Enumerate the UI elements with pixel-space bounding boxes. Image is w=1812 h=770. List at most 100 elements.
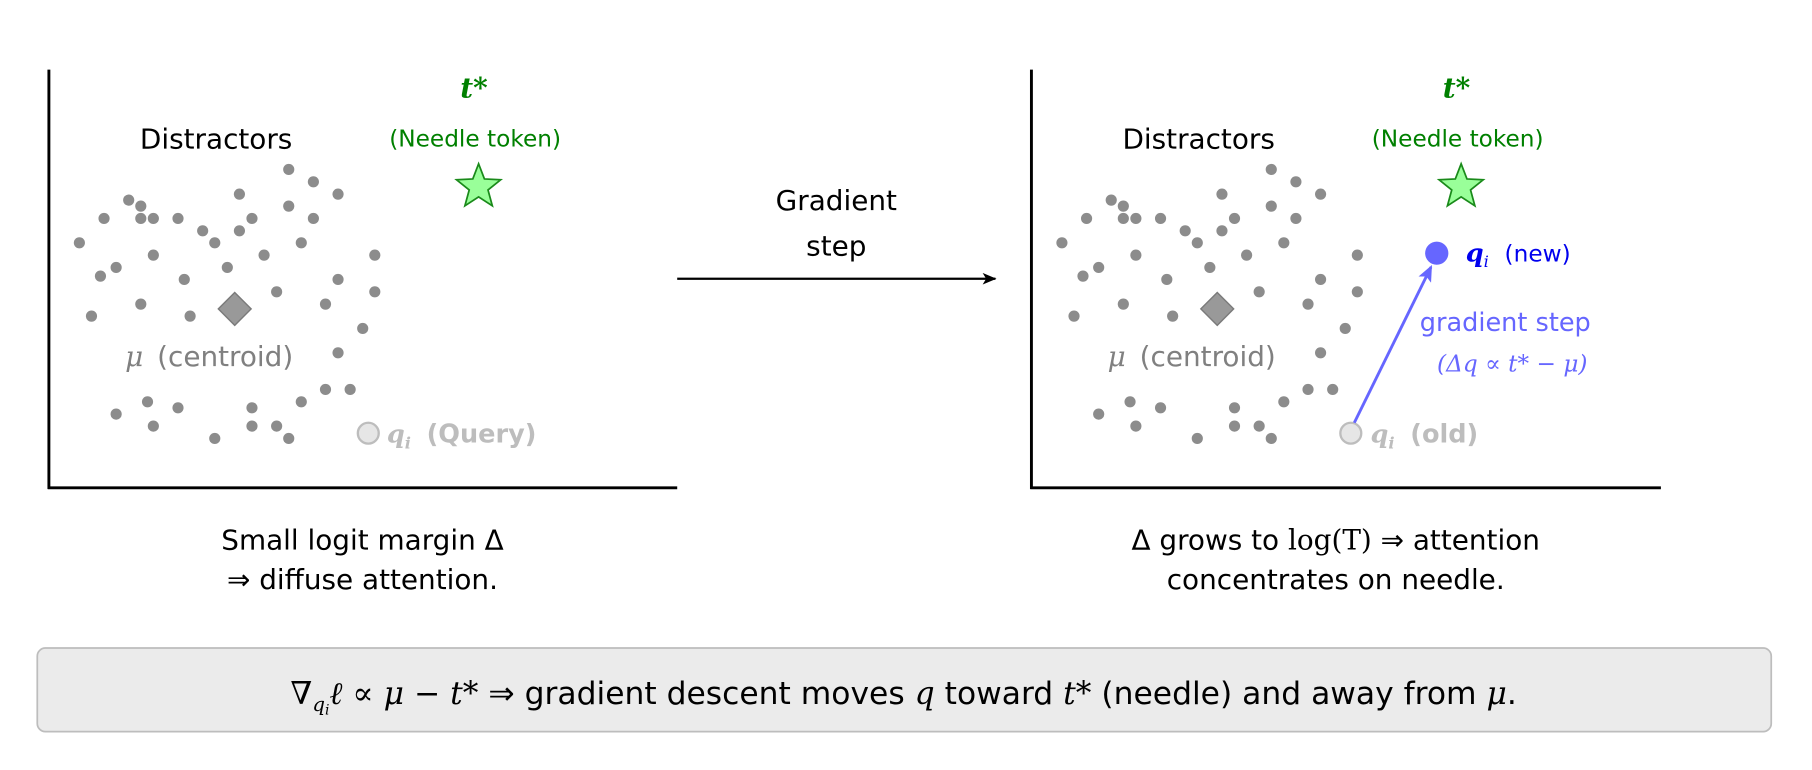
distractor-dot — [184, 310, 196, 322]
distractor-dot — [135, 200, 147, 212]
t-star-label: t* — [460, 72, 487, 105]
distractor-dot — [295, 237, 307, 249]
distractor-dot — [1204, 261, 1216, 274]
distractor-dot — [1056, 237, 1068, 249]
distractor-dot — [1167, 310, 1179, 322]
distractor-dot — [1093, 408, 1105, 420]
query-label: qi (Query) — [387, 419, 537, 454]
distractor-dot — [209, 432, 221, 445]
distractor-dot — [135, 298, 147, 310]
distractor-dot — [1117, 212, 1129, 225]
distractor-dot — [178, 273, 190, 286]
distractor-dot — [1241, 249, 1253, 261]
distractor-dot — [1124, 396, 1136, 408]
centroid-diamond-icon — [217, 291, 253, 327]
distractor-dot — [246, 212, 258, 225]
right-panel: Distractors t* (Needle token) μ (centroi… — [1029, 69, 1661, 596]
distractor-dot — [332, 273, 344, 286]
distractor-dot — [1154, 402, 1167, 414]
distractor-dot — [209, 237, 221, 249]
distractor-dot — [369, 249, 381, 261]
distractor-dot — [1216, 188, 1228, 200]
distractor-dot — [1228, 402, 1241, 414]
gradient-step-label: gradient step — [1420, 308, 1591, 338]
distractor-dot — [1315, 347, 1327, 359]
distractor-dots — [1056, 163, 1363, 445]
distractor-dot — [197, 225, 209, 237]
distractor-dot — [1154, 212, 1167, 225]
gradient-step-line2: step — [806, 230, 866, 263]
distractor-dot — [1080, 212, 1093, 225]
gradient-step-transition: Gradient step — [677, 184, 997, 285]
distractor-dot — [1216, 225, 1228, 237]
distractor-dot — [357, 322, 369, 335]
new-query-point — [1425, 241, 1449, 265]
needle-token-label: (Needle token) — [1372, 125, 1544, 152]
gradient-formula: (Δq ∝ t* − μ) — [1437, 351, 1587, 378]
distractor-dot — [123, 194, 135, 206]
distractor-dot — [1068, 310, 1080, 322]
distractor-dot — [344, 383, 356, 396]
right-caption-line2: concentrates on needle. — [1167, 563, 1505, 596]
distractor-dot — [1302, 298, 1314, 310]
distractor-dot — [135, 212, 147, 225]
distractors-label: Distractors — [140, 123, 292, 156]
summary-box: ∇qiℓ ∝ μ − t* ⇒ gradient descent moves q… — [36, 647, 1773, 733]
centroid-diamond-icon — [1199, 291, 1235, 327]
distractor-dot — [221, 261, 233, 274]
needle-star-icon — [454, 161, 503, 208]
distractor-dot — [319, 298, 332, 310]
distractor-dot — [1351, 286, 1363, 298]
distractor-dot — [1315, 188, 1327, 200]
right-caption-line1: Δ grows to log(T) ⇒ attention — [1131, 523, 1539, 556]
distractor-dot — [319, 383, 332, 396]
distractor-dot — [1302, 383, 1314, 396]
centroid-label: μ (centroid) — [125, 340, 293, 373]
distractor-dot — [258, 249, 270, 261]
distractor-dot — [1339, 322, 1351, 335]
distractor-dot — [1117, 200, 1129, 212]
distractor-dot — [1228, 420, 1241, 432]
distractor-dots — [73, 163, 381, 445]
distractor-dot — [233, 188, 245, 200]
distractor-dot — [1253, 420, 1265, 432]
distractor-dot — [1290, 176, 1302, 188]
needle-token-label: (Needle token) — [389, 125, 561, 152]
distractor-dot — [1265, 163, 1277, 176]
distractor-dot — [1179, 225, 1191, 237]
distractor-dot — [147, 420, 159, 432]
new-query-label: qi (new) — [1466, 238, 1571, 273]
distractor-dot — [1351, 249, 1363, 261]
distractor-dot — [85, 310, 98, 322]
summary-text: ∇qiℓ ∝ μ − t* ⇒ gradient descent moves q… — [290, 676, 1516, 718]
distractor-dot — [73, 237, 85, 249]
gradient-step-arrow-icon — [1352, 265, 1433, 424]
distractor-dot — [147, 212, 159, 225]
distractor-dot — [1191, 432, 1203, 445]
distractor-dot — [1315, 273, 1327, 286]
needle-star-icon — [1436, 161, 1486, 208]
old-query-point — [1339, 421, 1363, 445]
old-query-label: qi (old) — [1371, 419, 1479, 454]
gradient-step-line1: Gradient — [776, 184, 897, 217]
distractor-dot — [110, 408, 122, 420]
distractor-dot — [1130, 420, 1142, 432]
distractor-dot — [369, 286, 381, 298]
distractor-dot — [94, 270, 107, 282]
distractor-dot — [141, 396, 154, 408]
distractor-dot — [1290, 212, 1302, 225]
distractor-dot — [1278, 396, 1290, 408]
distractor-dot — [98, 212, 110, 225]
t-star-label: t* — [1443, 72, 1470, 105]
left-caption-line2: ⇒ diffuse attention. — [227, 563, 498, 596]
centroid-label: μ (centroid) — [1108, 340, 1276, 373]
distractor-dot — [1265, 200, 1277, 212]
distractor-dot — [1228, 212, 1241, 225]
left-panel: Distractors t* (Needle token) μ (centroi… — [47, 69, 678, 596]
distractor-dot — [307, 212, 319, 225]
distractor-dot — [1161, 273, 1173, 286]
distractor-dot — [1130, 212, 1142, 225]
distractor-dot — [1105, 194, 1117, 206]
distractor-dot — [172, 212, 184, 225]
